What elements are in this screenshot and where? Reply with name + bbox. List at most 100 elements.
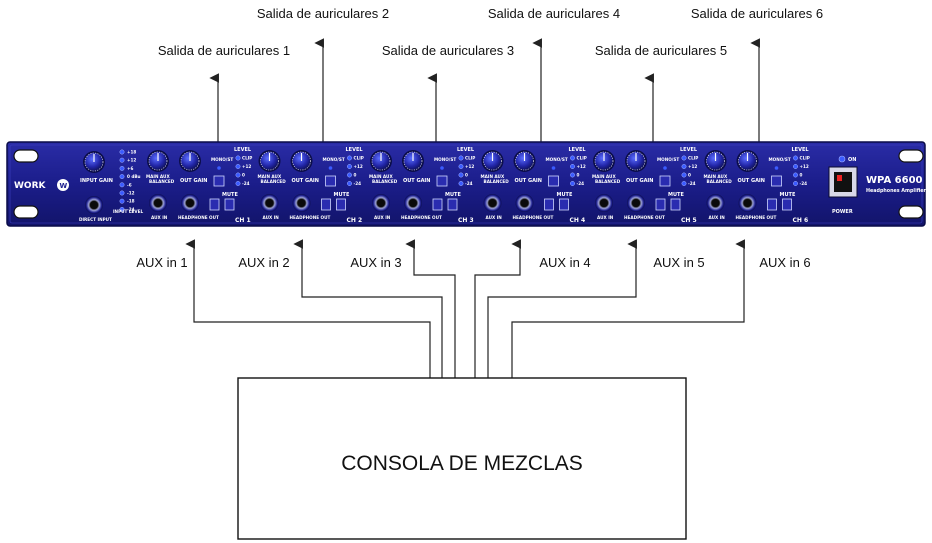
level-label: LEVEL bbox=[792, 147, 810, 153]
balance-knob[interactable] bbox=[481, 150, 504, 172]
input-line-4 bbox=[474, 239, 521, 378]
aux-in-label: AUX IN bbox=[486, 215, 503, 220]
level-led-label: CLIP bbox=[688, 156, 698, 161]
balance-knob[interactable] bbox=[593, 150, 615, 172]
input-line-3 bbox=[405, 239, 456, 378]
aux-in-jack[interactable] bbox=[706, 194, 725, 212]
mute-label: MUTE bbox=[222, 192, 238, 198]
mono-st-button[interactable] bbox=[436, 175, 448, 187]
right-mute-button[interactable] bbox=[224, 198, 235, 211]
level-led-icon bbox=[347, 164, 352, 169]
aux-in-jack[interactable] bbox=[483, 194, 502, 212]
left-mute-button[interactable] bbox=[209, 198, 220, 211]
aux-in-jack[interactable] bbox=[595, 194, 613, 212]
monost-label: MONO/ST bbox=[769, 157, 791, 162]
level-led-label: CLIP bbox=[800, 156, 810, 161]
mono-st-button[interactable] bbox=[659, 175, 671, 187]
console-label: CONSOLA DE MEZCLAS bbox=[341, 452, 583, 475]
right-mute-button[interactable] bbox=[336, 198, 346, 211]
out-gain-label: OUT GAIN bbox=[626, 178, 653, 184]
headphone-out-jack[interactable] bbox=[181, 194, 199, 212]
input-line-2 bbox=[293, 239, 443, 378]
headphone-out-label: HEADPHONE OUT bbox=[401, 215, 442, 220]
mute-label: MUTE bbox=[334, 192, 350, 198]
headphone-out-label: HEADPHONE OUT bbox=[178, 215, 219, 220]
aux-in-jack[interactable] bbox=[260, 194, 279, 212]
out-gain-knob[interactable] bbox=[513, 150, 536, 172]
out-gain-knob[interactable] bbox=[290, 150, 313, 172]
left-mute-button[interactable] bbox=[655, 198, 666, 211]
headphone-out-jack[interactable] bbox=[738, 194, 757, 212]
brand-logo: WORK bbox=[14, 181, 47, 191]
right-mute-button[interactable] bbox=[559, 198, 569, 211]
output-label-1: Salida de auriculares 1 bbox=[158, 43, 290, 58]
aux-in-label: AUX IN bbox=[374, 215, 391, 220]
mono-led-icon bbox=[774, 166, 779, 170]
monost-label: MONO/ST bbox=[434, 157, 456, 162]
right-mute-button[interactable] bbox=[447, 198, 458, 211]
input-led-label: -24 bbox=[127, 207, 135, 212]
out-gain-label: OUT GAIN bbox=[180, 178, 207, 184]
mono-st-button[interactable] bbox=[325, 175, 336, 187]
input-led-icon bbox=[119, 206, 125, 212]
balance-knob[interactable] bbox=[147, 150, 169, 172]
out-gain-label: OUT GAIN bbox=[515, 178, 542, 184]
direct-input-jack[interactable] bbox=[85, 196, 103, 214]
input-line-6 bbox=[511, 239, 745, 378]
level-led-label: CLIP bbox=[242, 156, 252, 161]
headphone-out-jack[interactable] bbox=[404, 194, 422, 212]
balance-knob[interactable] bbox=[704, 150, 727, 172]
balance-knob[interactable] bbox=[258, 150, 281, 172]
level-led-label: 0 bbox=[577, 173, 580, 178]
aux-in-jack[interactable] bbox=[372, 194, 390, 212]
monost-label: MONO/ST bbox=[657, 157, 679, 162]
left-mute-button[interactable] bbox=[432, 198, 443, 211]
balance-label: MAIN AUX bbox=[258, 174, 282, 179]
out-gain-knob[interactable] bbox=[736, 150, 759, 172]
direct-input-label: DIRECT INPUT bbox=[79, 217, 112, 222]
mono-st-button[interactable] bbox=[548, 175, 559, 187]
balance-knob[interactable] bbox=[370, 150, 392, 172]
aux-in-jack[interactable] bbox=[149, 194, 167, 212]
input-gain-knob[interactable] bbox=[83, 151, 105, 173]
out-gain-knob[interactable] bbox=[179, 150, 201, 172]
mono-led-icon bbox=[551, 166, 556, 170]
input-led-label: +6 bbox=[127, 166, 134, 171]
level-led-icon bbox=[570, 164, 575, 169]
out-gain-knob[interactable] bbox=[625, 150, 647, 172]
left-mute-button[interactable] bbox=[767, 198, 777, 211]
on-label: ON bbox=[848, 157, 856, 163]
level-led-label: -24 bbox=[354, 181, 362, 186]
headphone-out-jack[interactable] bbox=[292, 194, 311, 212]
input-led-label: -12 bbox=[127, 191, 135, 196]
right-mute-button[interactable] bbox=[670, 198, 681, 211]
headphone-out-jack[interactable] bbox=[515, 194, 534, 212]
left-mute-button[interactable] bbox=[321, 198, 331, 211]
right-mute-button[interactable] bbox=[782, 198, 792, 211]
balanced-label: BALANCED bbox=[484, 179, 510, 184]
balance-label: MAIN AUX bbox=[481, 174, 505, 179]
level-led-label: +12 bbox=[800, 164, 809, 169]
mono-st-button[interactable] bbox=[213, 175, 225, 187]
model-name: WPA 6600 bbox=[866, 175, 923, 186]
power-switch-rocker[interactable] bbox=[834, 172, 852, 192]
headphone-out-label: HEADPHONE OUT bbox=[290, 215, 331, 220]
input-line-1 bbox=[185, 239, 431, 378]
headphone-out-jack[interactable] bbox=[627, 194, 645, 212]
aux-in-label: AUX IN bbox=[709, 215, 726, 220]
aux-in-label: AUX IN bbox=[263, 215, 280, 220]
mono-st-button[interactable] bbox=[771, 175, 782, 187]
out-gain-knob[interactable] bbox=[402, 150, 424, 172]
mono-led-icon bbox=[328, 166, 333, 170]
left-mute-button[interactable] bbox=[544, 198, 554, 211]
balanced-label: BALANCED bbox=[707, 179, 733, 184]
input-led-icon bbox=[119, 149, 125, 155]
level-label: LEVEL bbox=[346, 147, 364, 153]
amplifier-panel: WORK W INPUT GAIN DIRECT INPUT +18+12+60… bbox=[6, 141, 927, 227]
channel-label: CH 6 bbox=[793, 217, 809, 224]
input-label-5: AUX in 5 bbox=[653, 255, 704, 270]
power-section: ON POWER bbox=[828, 155, 858, 215]
